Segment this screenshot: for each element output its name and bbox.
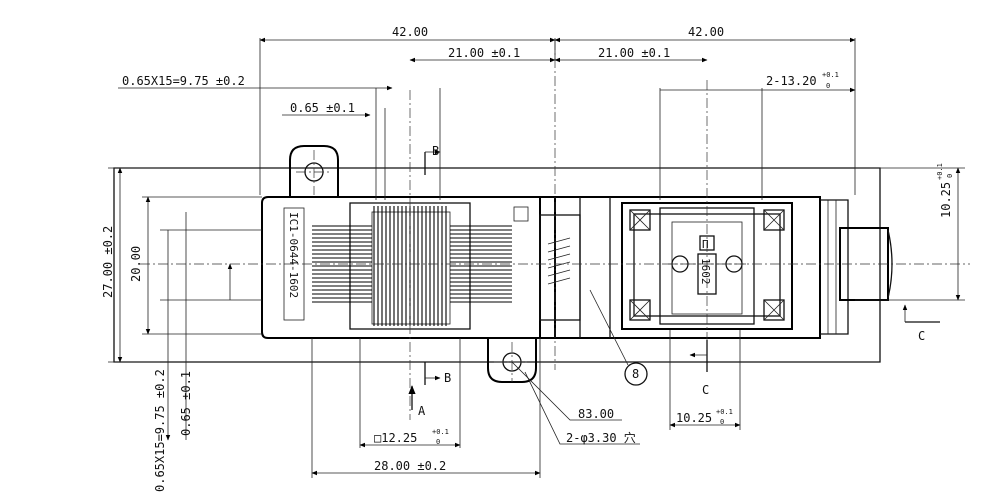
svg-text:0: 0 bbox=[946, 174, 954, 178]
part-labels: IC1-0644-1602 Π 1602 8 bbox=[283, 207, 712, 386]
mounting-ear-top bbox=[289, 145, 339, 197]
dimension-lines bbox=[108, 37, 965, 478]
svg-text:0: 0 bbox=[720, 418, 724, 426]
lid-mark: Π bbox=[702, 238, 709, 251]
svg-text:+0.1: +0.1 bbox=[432, 428, 449, 436]
dimension-labels: 42.00 42.00 21.00 ±0.1 21.00 ±0.1 0.65X1… bbox=[101, 25, 954, 492]
dim-right-width: 42.00 bbox=[688, 25, 724, 39]
svg-text:□12.25: □12.25 bbox=[374, 431, 417, 445]
section-b-top: B bbox=[432, 144, 439, 158]
dim-square-size: □12.25 +0.1 0 bbox=[374, 428, 449, 446]
dim-left-half: 21.00 ±0.1 bbox=[448, 46, 520, 60]
dim-height-right: 10.25 +0.1 0 bbox=[936, 163, 954, 218]
socket-body-outline bbox=[113, 167, 893, 363]
dim-hole-note: 2-φ3.30 穴 bbox=[566, 430, 636, 445]
section-a: A bbox=[418, 404, 426, 418]
dim-base-width: 28.00 ±0.2 bbox=[374, 459, 446, 473]
dim-inner-height: 20.00 bbox=[129, 246, 143, 282]
section-c-right: C bbox=[918, 329, 925, 343]
dim-center-dist: 83.00 bbox=[578, 407, 614, 421]
svg-text:+0.1: +0.1 bbox=[822, 71, 839, 79]
svg-text:0: 0 bbox=[436, 438, 440, 446]
dim-pitch-left: 0.65 ±0.1 bbox=[179, 371, 193, 436]
balloon-number: 8 bbox=[632, 367, 639, 381]
dim-overall-height: 27.00 ±0.2 bbox=[101, 226, 115, 298]
svg-text:2-13.20: 2-13.20 bbox=[766, 74, 817, 88]
socket-id-label: IC1-0644-1602 bbox=[287, 212, 300, 298]
contact-field-left bbox=[312, 202, 512, 330]
lid-id-label: 1602 bbox=[699, 258, 712, 285]
dim-chamfer-top: 0.65X15=9.75 ±0.2 bbox=[122, 74, 245, 88]
dim-left-width: 42.00 bbox=[392, 25, 428, 39]
section-c-bottom: C bbox=[702, 383, 709, 397]
svg-text:10.25: 10.25 bbox=[676, 411, 712, 425]
svg-text:+0.1: +0.1 bbox=[716, 408, 733, 416]
section-b-bottom: B bbox=[444, 371, 451, 385]
svg-text:10.25: 10.25 bbox=[939, 182, 953, 218]
svg-text:+0.1: +0.1 bbox=[936, 163, 944, 180]
section-labels: B B A C C bbox=[418, 144, 925, 418]
centerlines bbox=[140, 40, 970, 420]
dim-slot-pitch: 2-13.20 +0.1 0 bbox=[766, 71, 839, 90]
dim-pitch-top: 0.65 ±0.1 bbox=[290, 101, 355, 115]
dim-bottom-right: 10.25 +0.1 0 bbox=[676, 408, 733, 426]
latch-detail bbox=[513, 206, 581, 321]
dim-chamfer-left: 0.65X15=9.75 ±0.2 bbox=[153, 369, 167, 492]
dim-right-half: 21.00 ±0.1 bbox=[598, 46, 670, 60]
mounting-ear-bottom bbox=[487, 338, 537, 383]
svg-text:0: 0 bbox=[826, 82, 830, 90]
